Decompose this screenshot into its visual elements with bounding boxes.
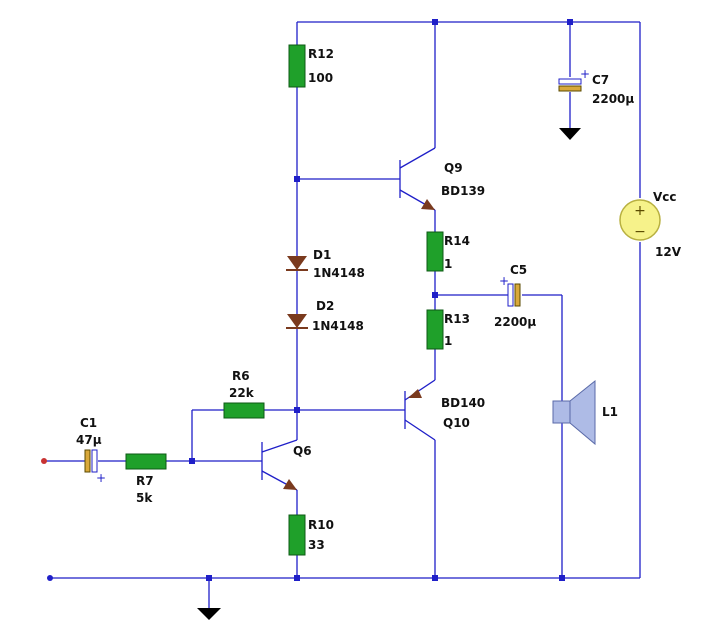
resistor-r6[interactable] <box>223 402 265 419</box>
r13-value: 1 <box>444 334 452 348</box>
transistor-q9[interactable] <box>399 147 436 211</box>
c7-plate-positive <box>558 78 582 85</box>
junction-dot <box>559 575 565 581</box>
q9-emitter-arrow <box>421 199 435 210</box>
r14-value: 1 <box>444 257 452 271</box>
resistor-r13[interactable] <box>426 309 444 350</box>
wires <box>44 21 641 608</box>
r14-name: R14 <box>444 234 470 248</box>
c5-polarity-plus: + <box>499 274 509 288</box>
junction-dot <box>189 458 195 464</box>
c7-polarity-plus: + <box>580 67 590 81</box>
r12-value: 100 <box>308 71 333 85</box>
c1-name: C1 <box>80 416 97 430</box>
ground-symbol-c7 <box>559 128 581 140</box>
vcc-minus-sign: − <box>634 224 646 240</box>
speaker-l1[interactable] <box>552 379 596 446</box>
junctions <box>189 19 573 581</box>
q10-name: Q10 <box>443 416 470 430</box>
q10-value: BD140 <box>441 396 485 410</box>
q9-collector-leg <box>399 147 436 169</box>
c1-plate-negative <box>84 449 91 473</box>
vcc-circle <box>619 199 661 241</box>
junction-dot <box>294 176 300 182</box>
d1-value: 1N4148 <box>313 266 365 280</box>
resistor-r12[interactable] <box>288 44 306 88</box>
c5-value: 2200µ <box>494 315 536 329</box>
resistors <box>125 44 444 556</box>
voltage-source-vcc[interactable]: + − <box>619 199 661 241</box>
diode-d2[interactable] <box>287 314 307 328</box>
q10-emitter-arrow <box>408 389 422 398</box>
r12-name: R12 <box>308 47 334 61</box>
resistor-r7[interactable] <box>125 453 167 470</box>
r6-value: 22k <box>229 386 255 400</box>
junction-dot <box>432 575 438 581</box>
c5-plate-positive <box>507 283 514 307</box>
transistor-q6[interactable] <box>261 439 298 491</box>
q6-emitter-arrow <box>283 479 297 490</box>
ground-terminal[interactable] <box>47 575 53 581</box>
speaker-cone <box>569 379 596 446</box>
d1-name: D1 <box>313 248 331 262</box>
resistor-r14[interactable] <box>426 231 444 272</box>
capacitor-c1[interactable] <box>84 449 98 473</box>
vcc-plus-sign: + <box>634 203 646 219</box>
c5-plate-negative <box>514 283 521 307</box>
vcc-value: 12V <box>655 245 682 259</box>
c1-polarity-plus: + <box>96 471 106 485</box>
l1-name: L1 <box>602 405 618 419</box>
r10-value: 33 <box>308 538 325 552</box>
c7-name: C7 <box>592 73 609 87</box>
diode-d1[interactable] <box>287 256 307 270</box>
r10-name: R10 <box>308 518 334 532</box>
q6-collector-leg <box>261 439 298 453</box>
junction-dot <box>432 292 438 298</box>
capacitor-c5[interactable] <box>507 283 521 307</box>
transistor-q10[interactable] <box>404 379 436 441</box>
d2-name: D2 <box>316 299 334 313</box>
c7-plate-negative <box>558 85 582 92</box>
junction-dot <box>294 407 300 413</box>
c7-value: 2200µ <box>592 92 634 106</box>
c1-plate-positive <box>91 449 98 473</box>
labels: R12 100 C7 2200µ Q9 BD139 Vcc 12V R14 1 … <box>76 47 682 552</box>
c5-name: C5 <box>510 263 527 277</box>
q9-value: BD139 <box>441 184 485 198</box>
c1-value: 47µ <box>76 433 102 447</box>
r13-name: R13 <box>444 312 470 326</box>
capacitor-c7[interactable] <box>558 78 582 92</box>
r7-value: 5k <box>136 491 153 505</box>
diodes <box>286 256 308 329</box>
r6-name: R6 <box>232 369 250 383</box>
r7-name: R7 <box>136 474 154 488</box>
q6-name: Q6 <box>293 444 312 458</box>
junction-dot <box>294 575 300 581</box>
vcc-name: Vcc <box>653 190 677 204</box>
ground-symbol-main <box>197 608 221 620</box>
d2-value: 1N4148 <box>312 319 364 333</box>
q10-collector-leg <box>404 419 436 441</box>
junction-dot <box>567 19 573 25</box>
resistor-r10[interactable] <box>288 514 306 556</box>
junction-dot <box>432 19 438 25</box>
junction-dot <box>206 575 212 581</box>
speaker-body <box>552 400 571 424</box>
input-terminal[interactable] <box>41 458 47 464</box>
q9-name: Q9 <box>444 161 463 175</box>
